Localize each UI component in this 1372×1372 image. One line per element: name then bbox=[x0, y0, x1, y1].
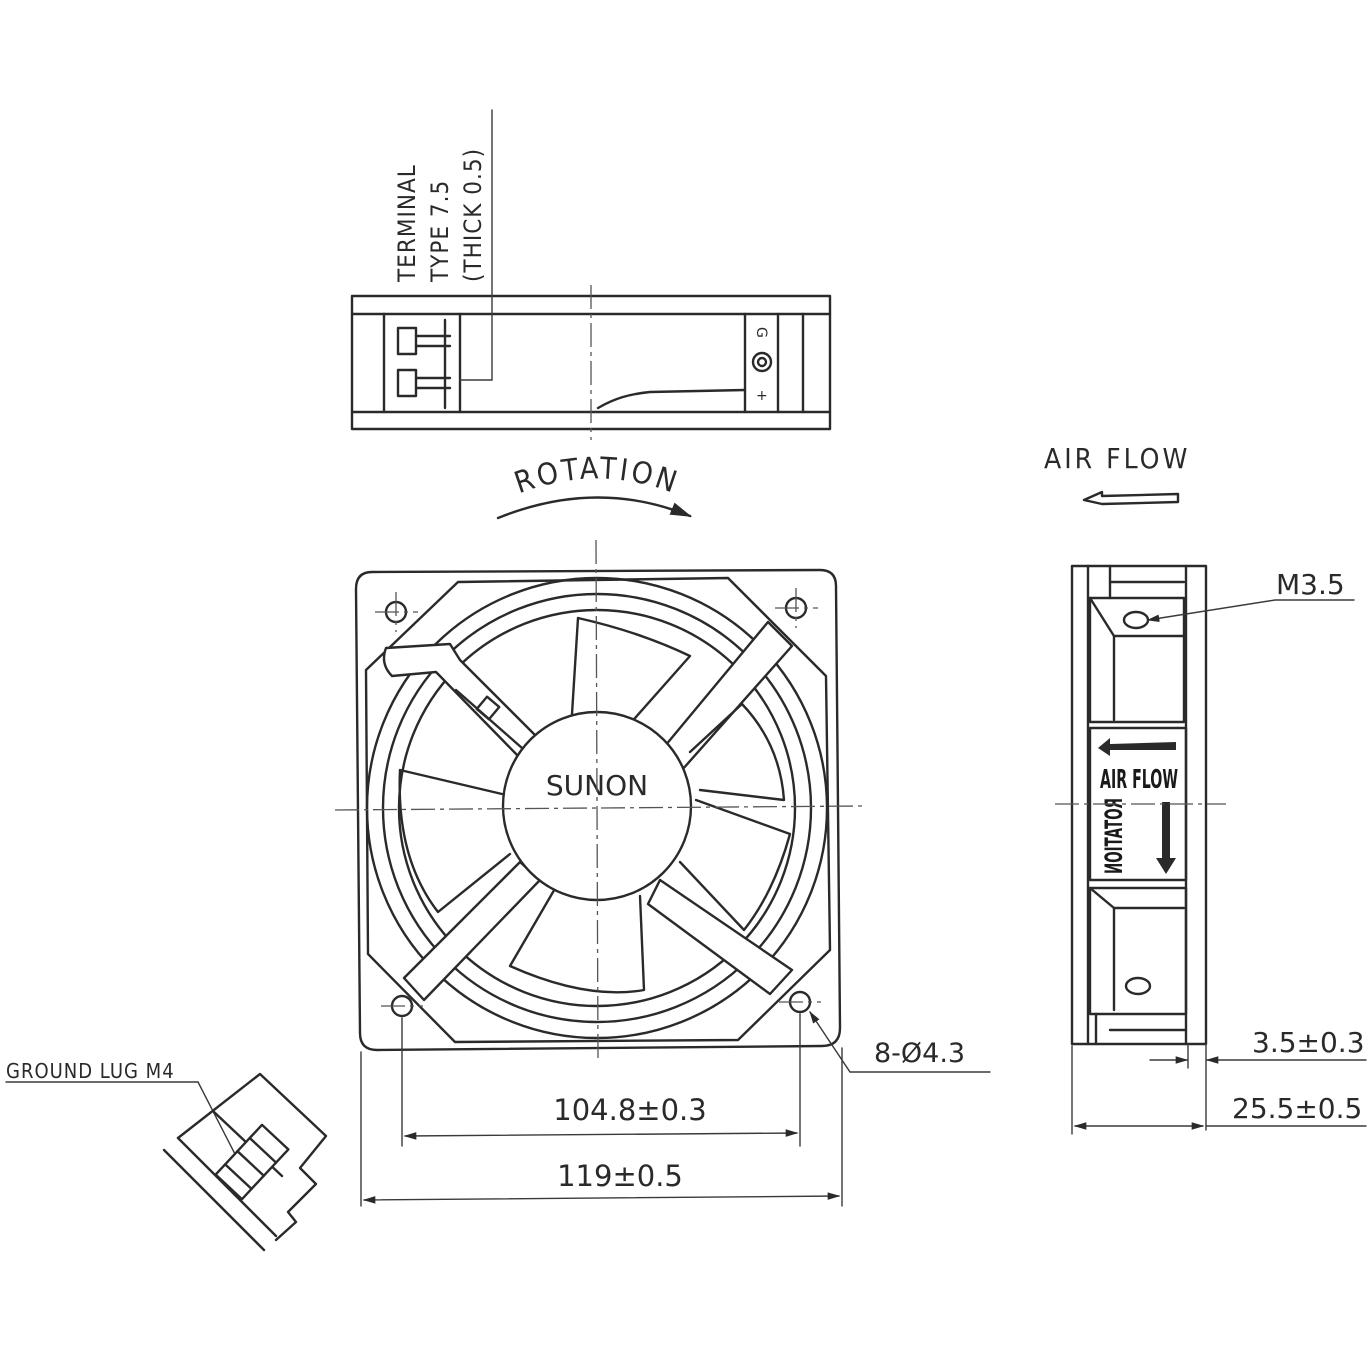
side-rotation-text: ROTATION bbox=[1100, 798, 1128, 874]
air-flow-indicator: AIR FLOW bbox=[1044, 442, 1190, 506]
ground-lug-label: GROUND LUG M4 bbox=[6, 1059, 175, 1083]
frame-width-value: 119±0.5 bbox=[557, 1159, 683, 1193]
dimension-depth: 25.5±0.5 bbox=[1071, 1045, 1367, 1135]
side-view: AIR FLOW ROTATION bbox=[1055, 564, 1226, 1046]
terminal-label: TERMINAL TYPE 7.5 (THICK 0.5) bbox=[393, 148, 487, 283]
dimension-frame-width: 119±0.5 bbox=[360, 1047, 843, 1207]
fan-blades bbox=[398, 616, 792, 994]
screw-label: M3.5 bbox=[1276, 568, 1345, 601]
terminal-connector bbox=[396, 318, 452, 410]
ground-lug-detail: GROUND LUG M4 bbox=[5, 1059, 328, 1252]
hole-callout: 8-Ø4.3 bbox=[809, 1010, 991, 1073]
svg-text:TYPE 7.5: TYPE 7.5 bbox=[426, 180, 454, 283]
dimension-flange: 3.5±0.3 bbox=[1149, 1026, 1367, 1131]
side-airflow-text: AIR FLOW bbox=[1100, 765, 1178, 795]
rotation-label: ROTATION bbox=[510, 451, 684, 501]
svg-text:TERMINAL: TERMINAL bbox=[393, 164, 421, 283]
hole-pitch-value: 104.8±0.3 bbox=[553, 1093, 706, 1127]
top-view: G + bbox=[350, 109, 832, 440]
side-label-panel: AIR FLOW ROTATION bbox=[1098, 738, 1178, 874]
flange-value: 3.5±0.3 bbox=[1252, 1026, 1365, 1059]
strut-lower-left bbox=[402, 860, 542, 1002]
dimension-hole-pitch: 104.8±0.3 bbox=[401, 1013, 801, 1147]
depth-value: 25.5±0.5 bbox=[1232, 1092, 1362, 1125]
strut-lower-right bbox=[646, 878, 794, 996]
air-flow-label: AIR FLOW bbox=[1044, 442, 1190, 475]
svg-text:(THICK 0.5): (THICK 0.5) bbox=[459, 148, 487, 282]
front-view: SUNON bbox=[334, 539, 863, 1061]
screw-callout: M3.5 bbox=[1146, 568, 1355, 622]
terminal-mark-g: G bbox=[753, 327, 769, 338]
terminal-mark-plus: + bbox=[756, 388, 768, 404]
wire-channel bbox=[382, 642, 542, 760]
hole-label: 8-Ø4.3 bbox=[874, 1038, 965, 1069]
rotation-indicator: ROTATION bbox=[496, 451, 692, 520]
